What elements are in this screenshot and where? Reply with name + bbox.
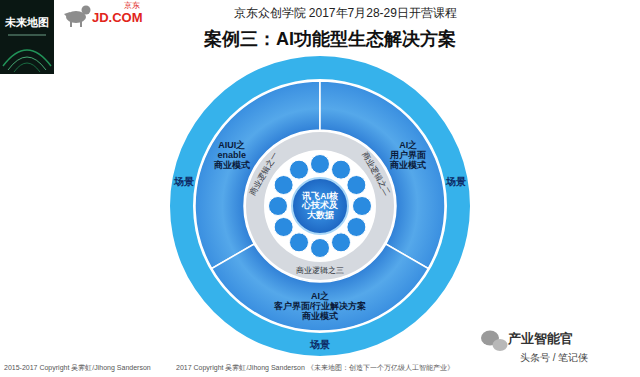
watermark-holder: 产业智能官	[508, 332, 573, 347]
logo-text-holder: 京东	[124, 1, 140, 10]
business-model-label-holder: AI之 用户界面 商业模式	[388, 140, 428, 171]
header-text-holder: 京东众创学院 2017年7月28-29日开营课程	[234, 7, 457, 21]
cover-swirl	[3, 50, 51, 66]
slide-title: 案例三：AI功能型生态解决方案	[204, 29, 456, 50]
copyright-note-holder: 2015-2017 Copyright 吴霁虹/Jihong Sanderson	[4, 364, 151, 372]
cover-swirl	[14, 63, 40, 72]
watermark: 头条号 / 笔记侠	[520, 352, 588, 364]
business-logic-label-holder: 商业逻辑之三	[296, 266, 344, 275]
scene-label-holder: 场景	[446, 176, 466, 188]
tech-circles	[269, 155, 372, 258]
wechat-icon	[481, 331, 508, 352]
business-logic-label-holder: 商业逻辑之一	[240, 169, 288, 178]
core-circle-outline	[292, 178, 348, 234]
watermark: 产业智能官	[508, 332, 573, 347]
scene-label: 场景	[310, 339, 330, 351]
scene-label-holder: 场景	[310, 339, 330, 351]
business-logic-label: 商业逻辑之三	[296, 266, 344, 275]
copyright-note: 2015-2017 Copyright 吴霁虹/Jihong Sanderson	[4, 364, 151, 372]
business-logic-label-holder: 商业逻辑之二	[352, 169, 400, 178]
watermark-holder: 头条号 / 笔记侠	[520, 352, 588, 364]
cover-rule	[8, 34, 46, 36]
scene-label: 场景	[446, 176, 466, 188]
copyright-note-holder: 2017 Copyright 吴霁虹/Jihong Sanderson 《未来地…	[176, 364, 454, 372]
core-label: 讯飞AI核心技术及大数据	[300, 192, 340, 221]
header-text: 京东众创学院 2017年7月28-29日开营课程	[234, 7, 457, 21]
business-model-label-holder: AI之 客户界面/行业解决方案 商业模式	[268, 291, 372, 322]
book-title: 未来地图	[5, 16, 49, 29]
logo-text-holder: JD.COM	[92, 11, 143, 26]
business-logic-ring-outline	[246, 132, 394, 280]
business-model-label: AI之 客户界面/行业解决方案 商业模式	[268, 291, 372, 322]
book-title-holder: 未来地图	[5, 16, 49, 29]
scene-ring-outline	[170, 56, 470, 356]
logo-text: 京东	[124, 1, 140, 10]
scene-label-holder: 场景	[174, 176, 194, 188]
book-cover	[0, 0, 54, 74]
business-model-label-holder: AIUI之 enable 商业模式	[212, 140, 252, 171]
business-model-label: AI之 用户界面 商业模式	[388, 140, 428, 171]
scene-label: 场景	[174, 176, 194, 188]
core-circle: 讯飞AI核心技术及大数据	[292, 178, 348, 234]
logo-text: JD.COM	[92, 11, 143, 26]
scene-ring: AIUI之 enable 商业模式 AI之 用户界面 商业模式 AI之 客户界面/行…	[170, 56, 470, 356]
copyright-note: 2017 Copyright 吴霁虹/Jihong Sanderson 《未来地…	[176, 364, 454, 372]
business-model-label: AIUI之 enable 商业模式	[212, 140, 252, 171]
core-label-holder: 讯飞AI核心技术及大数据	[300, 192, 340, 221]
business-logic-ring: 讯飞AI核心技术及大数据商业逻辑之一商业逻辑之二商业逻辑之三	[246, 132, 394, 280]
slide-title-holder: 案例三：AI功能型生态解决方案	[204, 29, 456, 50]
jd-logo-icon	[64, 6, 91, 28]
